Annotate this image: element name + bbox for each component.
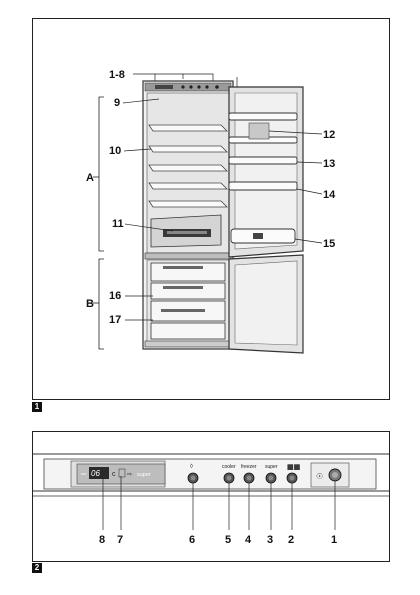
freezer-button-label: freezer	[241, 464, 257, 470]
figure-1-label: 1	[32, 402, 42, 412]
callout-12: 12	[323, 129, 335, 141]
temperature-display: 06 c ⇨ super	[76, 463, 166, 485]
callout-8: 8	[99, 534, 105, 546]
vacation-button[interactable]: ▦▦	[286, 464, 301, 484]
arrow-icon: ⇨	[127, 472, 132, 478]
callout-10: 10	[109, 145, 121, 157]
callout-3: 3	[267, 534, 273, 546]
crisper-drawer	[150, 214, 222, 248]
callout-1: 1	[331, 534, 337, 546]
vacation-icon: ▦▦	[287, 464, 301, 471]
callout-15: 15	[323, 238, 335, 250]
callout-6: 6	[189, 534, 195, 546]
callout-17: 17	[109, 314, 121, 326]
callout-7: 7	[117, 534, 123, 546]
callout-5: 5	[225, 534, 231, 546]
callout-4: 4	[245, 534, 252, 546]
callout-9: 9	[114, 97, 120, 109]
fridge-door-open	[228, 86, 304, 258]
figure-2-label: 2	[32, 563, 42, 573]
callout-13: 13	[323, 158, 335, 170]
freezer-door-open	[228, 254, 304, 354]
callout-16: 16	[109, 290, 121, 302]
cooler-button-label: cooler	[222, 464, 236, 470]
freezer-drawers	[150, 262, 226, 340]
callout-11: 11	[112, 218, 124, 230]
figure-1-frame: 1-8	[32, 18, 390, 400]
bell-icon: ◊	[190, 463, 193, 470]
fridge-illustration: 1-8	[86, 69, 336, 354]
figure-2-frame: 06 c ⇨ super ◊ cooler freezer super	[32, 431, 390, 562]
callout-14: 14	[323, 189, 336, 201]
section-a-label: A	[86, 172, 94, 184]
super-button[interactable]: super	[265, 464, 278, 484]
power-icon: ☉	[316, 472, 323, 481]
display-temperature: 06	[91, 469, 100, 478]
display-unit: c	[112, 471, 116, 478]
control-panel-illustration: 06 c ⇨ super ◊ cooler freezer super	[33, 453, 389, 546]
section-b-label: B	[86, 298, 94, 310]
glass-shelves	[148, 124, 228, 208]
display-mode: super	[137, 472, 151, 478]
fridge-cabinet	[142, 80, 234, 350]
power-button[interactable]: ☉	[316, 468, 342, 482]
callout-2: 2	[288, 534, 294, 546]
super-button-label: super	[265, 464, 278, 470]
callout-1-8: 1-8	[109, 69, 125, 81]
door-balconies	[228, 112, 298, 244]
